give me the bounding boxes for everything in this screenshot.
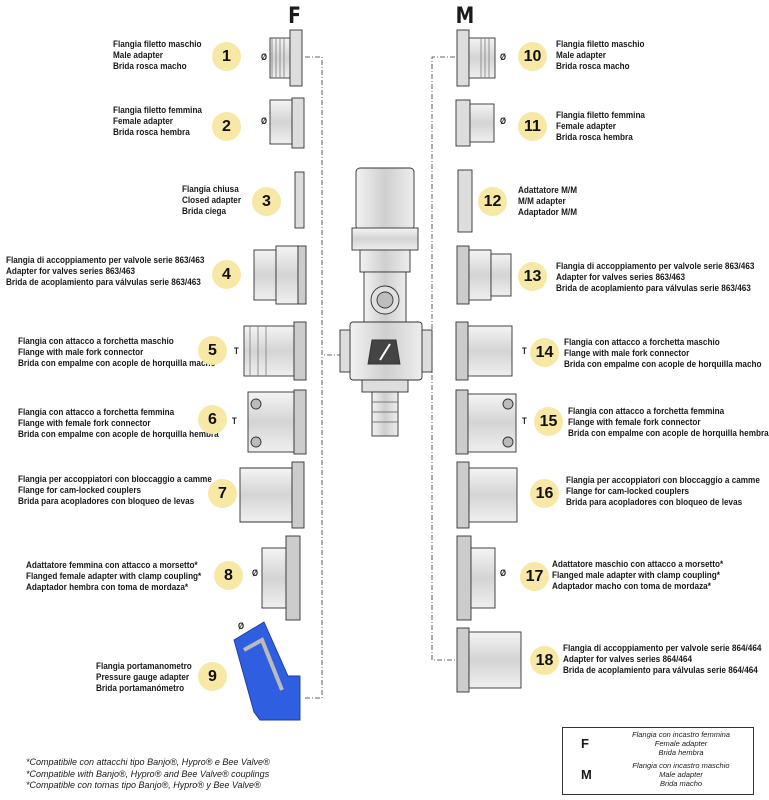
female-part-shapes xyxy=(233,29,307,721)
item-number-badge: 2 xyxy=(212,112,241,141)
footnote: *Compatible con tomas tipo Banjo®, Hypro… xyxy=(26,780,261,790)
item-number-badge: 15 xyxy=(534,407,563,436)
diameter-symbol: Ø xyxy=(252,568,259,578)
item-number-badge: 13 xyxy=(518,262,547,291)
item-number-badge: 17 xyxy=(520,562,549,591)
item-label: Flangia di accoppiamento per valvole ser… xyxy=(6,255,205,289)
item-number-badge: 12 xyxy=(478,187,507,216)
item-number-badge: 1 xyxy=(212,42,241,71)
legend-key: M xyxy=(581,767,592,782)
item-label: Adattatore femmina con attacco a morsett… xyxy=(26,560,202,594)
legend-key: F xyxy=(581,736,589,751)
item-number-badge: 7 xyxy=(208,479,237,508)
thread-symbol: T xyxy=(522,416,527,426)
item-number-badge: 18 xyxy=(530,646,559,675)
item-number-badge: 5 xyxy=(198,336,227,365)
thread-symbol: T xyxy=(234,346,239,356)
item-number-badge: 4 xyxy=(212,260,241,289)
diameter-symbol: Ø xyxy=(261,116,268,126)
item-number-badge: 16 xyxy=(530,479,559,508)
female-column-header: F xyxy=(288,4,301,29)
item-number-badge: 3 xyxy=(252,187,281,216)
item-number-badge: 10 xyxy=(518,42,547,71)
footnote: *Compatible with Banjo®, Hypro® and Bee … xyxy=(26,768,270,779)
diameter-symbol: Ø xyxy=(500,52,507,62)
diameter-symbol: Ø xyxy=(500,568,507,578)
male-part-shapes xyxy=(455,29,522,693)
item-number-badge: 11 xyxy=(518,112,547,141)
diameter-symbol: Ø xyxy=(500,116,507,126)
male-column-header: M xyxy=(455,4,475,29)
central-valve xyxy=(339,167,433,437)
thread-symbol: T xyxy=(522,346,527,356)
footnotes: *Compatibile con attacchi tipo Banjo®, H… xyxy=(26,757,270,792)
item-number-badge: 6 xyxy=(198,405,227,434)
item-label: Flangia per accoppiatori con bloccaggio … xyxy=(18,474,212,508)
diameter-symbol: Ø xyxy=(261,52,268,62)
diameter-symbol: Ø xyxy=(238,621,245,631)
item-number-badge: 9 xyxy=(198,662,227,691)
item-number-badge: 8 xyxy=(214,561,243,590)
item-label: Flangia di accoppiamento per valvole ser… xyxy=(556,261,755,295)
footnote: *Compatibile con attacchi tipo Banjo®, H… xyxy=(26,757,270,767)
item-label: Flangia di accoppiamento per valvole ser… xyxy=(563,643,762,677)
item-label: Flangia per accoppiatori con bloccaggio … xyxy=(566,475,760,509)
thread-symbol: T xyxy=(232,416,237,426)
item-label: Adattatore maschio con attacco a morsett… xyxy=(552,559,724,593)
item-number-badge: 14 xyxy=(530,338,559,367)
